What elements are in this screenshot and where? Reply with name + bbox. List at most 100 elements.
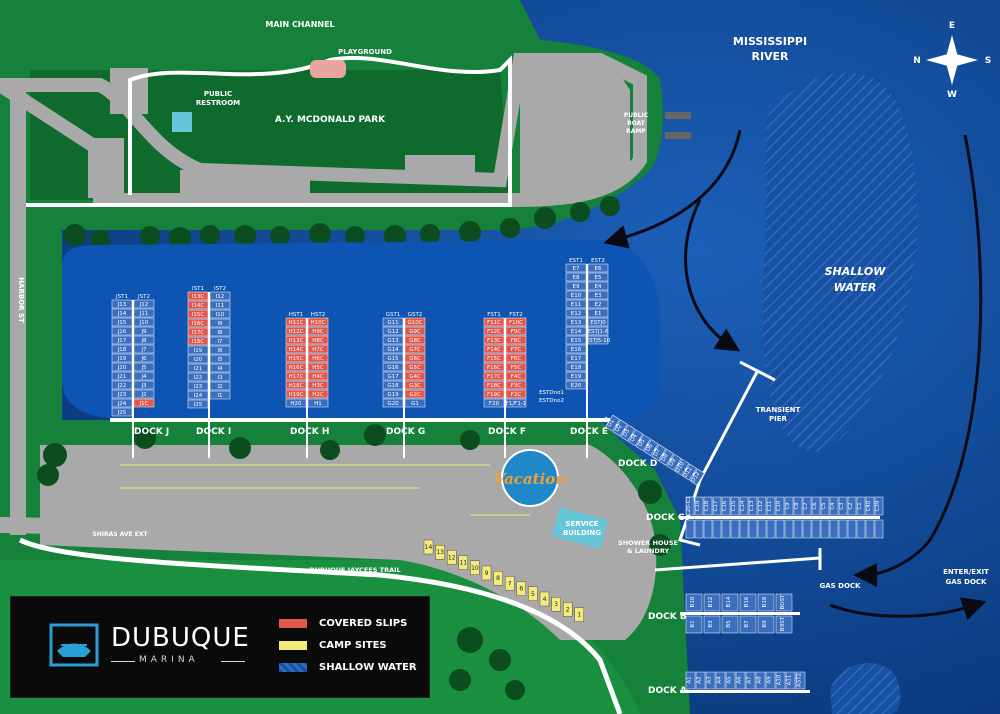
slip-label: I1 <box>217 393 222 399</box>
slip-label: J15 <box>117 320 127 326</box>
slip-label: F20 <box>489 401 500 407</box>
slip <box>829 519 839 539</box>
slip-label: I24 <box>194 393 203 399</box>
dock-j-stem <box>132 300 134 418</box>
slip-label: D8 <box>660 452 669 462</box>
slip <box>565 308 587 318</box>
slip <box>856 496 866 516</box>
slip-label: G20 <box>387 401 399 407</box>
slip <box>187 291 209 301</box>
slip <box>382 371 404 381</box>
slip <box>725 671 736 690</box>
slip <box>133 398 155 408</box>
dock-e-ramp <box>586 418 588 458</box>
slip-label: H12C <box>289 329 304 335</box>
slip <box>565 299 587 309</box>
slip <box>748 496 758 516</box>
shallow-label-1: SHALLOW <box>825 265 887 278</box>
slip-label: I15C <box>192 312 205 318</box>
dock-c-walk <box>680 516 880 519</box>
slip-label: C17 <box>713 500 719 511</box>
slip <box>694 496 704 516</box>
slip <box>187 363 209 373</box>
slip <box>757 496 767 516</box>
slip <box>775 671 786 690</box>
slip-label: F5C <box>511 365 522 371</box>
slip-label: J14 <box>117 311 127 317</box>
slip-label: F3C <box>511 383 522 389</box>
slip <box>285 380 307 390</box>
slip-label: B9 <box>762 620 768 628</box>
slip <box>739 496 749 516</box>
slip <box>802 519 812 539</box>
slip <box>748 519 758 539</box>
slip-label: D12 <box>690 471 701 484</box>
restroom-label-1: PUBLIC <box>204 90 232 98</box>
slip <box>307 317 329 327</box>
slip <box>285 344 307 354</box>
slip-label: C20-C1 <box>686 496 692 516</box>
slip <box>565 344 587 354</box>
slip <box>382 344 404 354</box>
slip <box>721 593 739 612</box>
dock-j-label: DOCK J <box>134 427 169 437</box>
slip-label: BOST <box>780 594 786 609</box>
slip <box>209 354 231 364</box>
slip <box>187 399 209 409</box>
camp-site-label: 1 <box>577 612 581 619</box>
slip <box>382 380 404 390</box>
slip <box>694 519 704 539</box>
slip <box>505 362 527 372</box>
slip-label: I11 <box>216 303 225 309</box>
slip-label: B18 <box>762 596 768 607</box>
vacation-logo: Vacation <box>494 449 566 507</box>
compass-rose: E N S W <box>913 21 991 100</box>
brand-name: DUBUQUE <box>111 623 250 653</box>
slip <box>187 345 209 355</box>
camp-site <box>493 571 503 586</box>
dock-e-header: EST2 <box>591 258 605 264</box>
slip <box>587 326 609 336</box>
slip <box>505 326 527 336</box>
slip-label: A3 <box>707 676 713 684</box>
shower-label-1: SHOWER HOUSE <box>618 539 678 547</box>
slip-label: E7 <box>573 266 580 272</box>
slip-label: F18C <box>487 383 501 389</box>
slip-label: C12 <box>758 501 764 512</box>
slip <box>745 671 756 690</box>
boat-ramp-label-1: PUBLIC <box>624 112 649 119</box>
slip <box>565 353 587 363</box>
slip-label: G10C <box>407 320 422 326</box>
harbor-st-label: HARBOR ST <box>17 277 25 323</box>
slip-label: I4 <box>217 366 223 372</box>
boat-ramp-2 <box>665 132 691 139</box>
dock-b-label: DOCK B <box>648 612 687 622</box>
slip <box>721 615 739 634</box>
camp-site-label: 5 <box>531 591 535 598</box>
slip-label: F4C <box>511 374 522 380</box>
slip-label: H16C <box>289 365 304 371</box>
slip-label: AST2 <box>797 673 803 687</box>
slip <box>111 380 133 390</box>
camp-site-label: 10 <box>471 565 479 572</box>
slip-label: H20 <box>290 401 302 407</box>
slip <box>133 389 155 399</box>
slip <box>565 317 587 327</box>
public-restroom <box>172 112 192 132</box>
slip-label: I20 <box>194 357 203 363</box>
slip <box>404 317 426 327</box>
slip-label: I22 <box>194 375 203 381</box>
slip-label: I7 <box>217 339 223 345</box>
slip <box>565 362 587 372</box>
dock-h-label: DOCK H <box>290 427 329 437</box>
dock-h-header: HST1 <box>289 312 304 318</box>
slip <box>587 299 609 309</box>
slip <box>111 371 133 381</box>
slip-label: J16 <box>117 329 127 335</box>
covered-swatch <box>279 618 307 628</box>
slip <box>404 344 426 354</box>
slip <box>307 344 329 354</box>
